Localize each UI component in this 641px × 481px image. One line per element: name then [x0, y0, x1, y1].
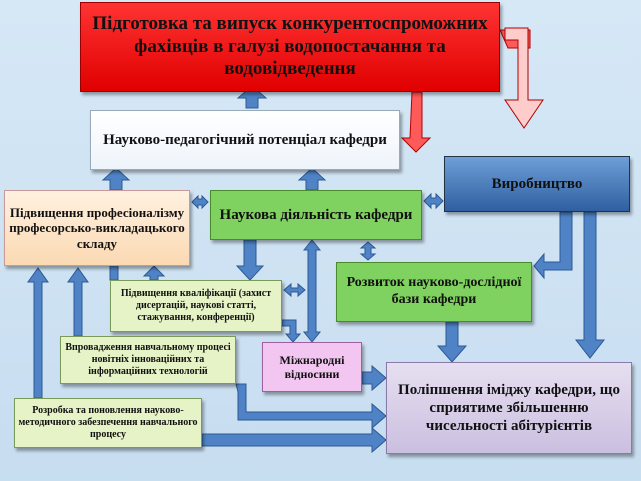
- arrow-method-to-prof-left: [27, 267, 49, 399]
- science-activity-text: Наукова діяльність кафедри: [219, 207, 413, 223]
- arrow-science-to-potential: [297, 167, 327, 191]
- production-box: Виробництво: [444, 156, 630, 212]
- red-arrow-down-to-potential: [400, 91, 432, 153]
- international-relations-text: Міжнародні відносини: [279, 352, 345, 381]
- methodology-box: Розробка та поновлення науково-методично…: [14, 398, 202, 448]
- qualification-box: Підвищення кваліфікації (захист дисертац…: [110, 280, 282, 332]
- arrow-base-to-image: [436, 321, 468, 363]
- arrow-prof-science: [191, 194, 209, 210]
- methodology-text: Розробка та поновлення науково-методично…: [18, 405, 198, 440]
- qualification-text: Підвищення кваліфікації (захист дисертац…: [120, 288, 272, 323]
- arrow-prof-down: [109, 265, 119, 281]
- image-improvement-text: Поліпшення іміджу кафедри, що сприятиме …: [398, 382, 620, 434]
- arrow-science-to-intl: [302, 239, 322, 343]
- professionalism-box: Підвищення професіоналізму професорсько-…: [4, 190, 190, 266]
- innovation-text: Впровадження навчальному процесі новітні…: [65, 342, 231, 377]
- science-activity-box: Наукова діяльність кафедри: [210, 190, 422, 240]
- arrow-production-to-base: [533, 211, 573, 280]
- arrow-science-to-qual: [235, 239, 265, 281]
- arrow-production-to-image: [574, 211, 606, 359]
- potential-text: Науково-педагогічний потенціал кафедри: [103, 132, 387, 148]
- arrow-intl-to-image: [361, 364, 387, 392]
- arrow-qual-science-link: [283, 282, 306, 298]
- goal-title-text: Підготовка та випуск конкурентоспроможни…: [92, 12, 488, 80]
- innovation-box: Впровадження навчальному процесі новітні…: [60, 336, 236, 384]
- goal-title-box: Підготовка та випуск конкурентоспроможни…: [80, 2, 500, 92]
- production-text: Виробництво: [491, 176, 583, 192]
- arrow-prof-to-potential: [101, 167, 131, 191]
- arrow-science-base: [359, 241, 377, 261]
- red-arrow-right-to-production: [504, 27, 544, 129]
- research-base-text: Розвиток науково-дослідної бази кафедри: [346, 275, 522, 307]
- arrow-method-to-image: [201, 426, 387, 454]
- arrow-science-production: [423, 192, 444, 210]
- professionalism-text: Підвищення професіоналізму професорсько-…: [9, 204, 185, 251]
- arrow-innov-to-prof: [67, 267, 89, 337]
- image-improvement-box: Поліпшення іміджу кафедри, що сприятиме …: [386, 362, 632, 454]
- potential-box: Науково-педагогічний потенціал кафедри: [90, 110, 400, 170]
- international-relations-box: Міжнародні відносини: [262, 342, 362, 392]
- arrow-qual-to-prof: [142, 265, 166, 281]
- arrow-qual-to-intl: [281, 319, 302, 343]
- arrow-potential-to-title: [236, 85, 268, 109]
- research-base-box: Розвиток науково-дослідної бази кафедри: [336, 262, 532, 322]
